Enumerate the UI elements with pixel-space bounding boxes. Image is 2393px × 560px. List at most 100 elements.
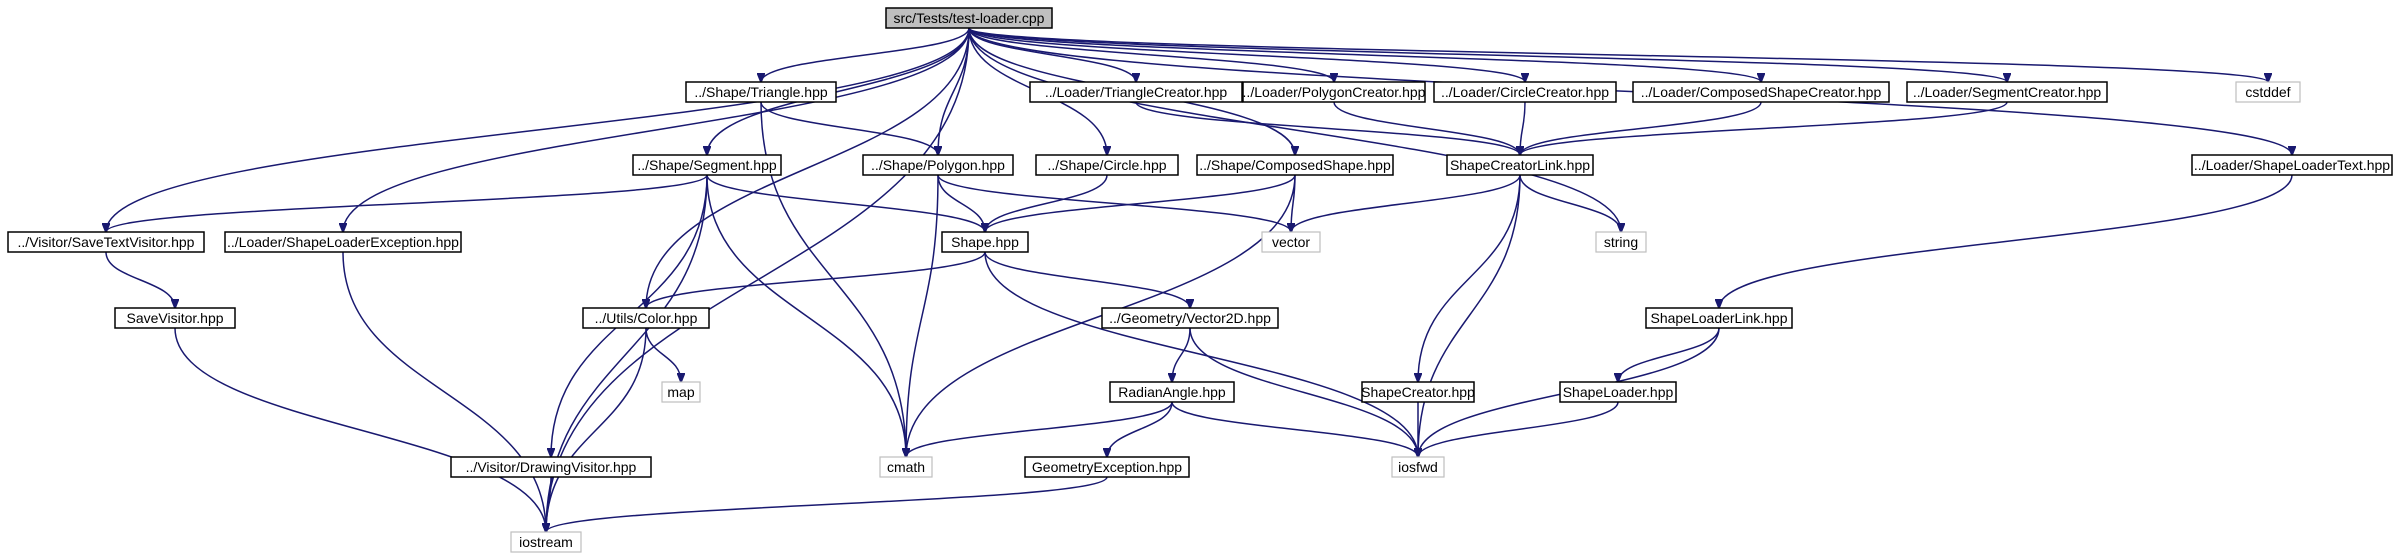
node-cirC-box	[1433, 81, 1617, 103]
node-shape[interactable]: Shape.hpp	[941, 231, 1029, 253]
node-rad-label: RadianAngle.hpp	[1118, 384, 1226, 400]
node-comp-box	[1196, 154, 1394, 176]
node-cmath: cmath	[879, 456, 933, 478]
node-tri-box	[685, 81, 837, 103]
node-sle[interactable]: ../Loader/ShapeLoaderException.hpp	[224, 231, 462, 253]
node-v2d[interactable]: ../Geometry/Vector2D.hpp	[1101, 307, 1279, 329]
edge-compC-to-scl	[1520, 101, 1762, 155]
node-ge-label: GeometryException.hpp	[1032, 459, 1182, 475]
node-sle-box	[224, 231, 462, 253]
edge-rad-to-cmath	[906, 401, 1173, 457]
edge-rad-to-iosfwd	[1171, 401, 1418, 457]
node-pol-label: ../Shape/Polygon.hpp	[871, 157, 1005, 173]
node-comp[interactable]: ../Shape/ComposedShape.hpp	[1196, 154, 1394, 176]
edge-root-to-segC	[968, 27, 2007, 82]
node-cirC[interactable]: ../Loader/CircleCreator.hpp	[1433, 81, 1617, 103]
edge-root-to-tric	[968, 27, 1136, 82]
node-dv[interactable]: ../Visitor/DrawingVisitor.hpp	[450, 456, 652, 478]
edge-root-to-cirC	[968, 27, 1525, 82]
edge-v2d-to-iosfwd	[1189, 327, 1418, 457]
node-col-label: ../Utils/Color.hpp	[595, 310, 698, 326]
edge-rad-to-ge	[1107, 401, 1173, 457]
node-comp-label: ../Shape/ComposedShape.hpp	[1199, 157, 1391, 173]
nodes: src/Tests/test-loader.cpp ../Shape/Triang…	[7, 7, 2393, 553]
node-vec-label: vector	[1272, 234, 1310, 250]
node-segC-label: ../Loader/SegmentCreator.hpp	[1913, 84, 2102, 100]
node-cstd-label: cstddef	[2245, 84, 2290, 100]
edge-scl-to-sc	[1418, 174, 1521, 382]
edge-sle-to-ios	[342, 251, 546, 532]
node-str: string	[1595, 231, 1647, 253]
edge-root-to-stv	[106, 27, 970, 232]
node-cir[interactable]: ../Shape/Circle.hpp	[1035, 154, 1179, 176]
node-shape-box	[941, 231, 1029, 253]
node-polc-box	[1242, 81, 1426, 103]
node-pol-box	[862, 154, 1014, 176]
node-sl-label: ShapeLoader.hpp	[1563, 384, 1674, 400]
node-slt[interactable]: ../Loader/ShapeLoaderText.hpp	[2191, 154, 2393, 176]
node-sv[interactable]: SaveVisitor.hpp	[114, 307, 236, 329]
edge-scl-to-iosfwd	[1418, 174, 1521, 457]
edge-polc-to-scl	[1333, 101, 1520, 155]
node-polc[interactable]: ../Loader/PolygonCreator.hpp	[1242, 81, 1426, 103]
node-str-label: string	[1604, 234, 1638, 250]
node-ge-box	[1024, 456, 1190, 478]
node-dv-box	[450, 456, 652, 478]
node-scl-label: ShapeCreatorLink.hpp	[1450, 157, 1590, 173]
node-v2d-box	[1101, 307, 1279, 329]
edge-shape-to-iosfwd	[984, 251, 1418, 457]
node-cir-label: ../Shape/Circle.hpp	[1047, 157, 1166, 173]
edge-comp-to-shape	[985, 174, 1296, 232]
edge-scl-to-str	[1519, 174, 1621, 232]
node-seg[interactable]: ../Shape/Segment.hpp	[632, 154, 782, 176]
node-sll[interactable]: ShapeLoaderLink.hpp	[1645, 307, 1793, 329]
edge-root-to-slt	[968, 27, 2292, 155]
node-root-box	[885, 7, 1053, 29]
node-compC[interactable]: ../Loader/ComposedShapeCreator.hpp	[1632, 81, 1890, 103]
node-tric-box	[1029, 81, 1243, 103]
node-cmath-box	[879, 456, 933, 478]
node-tri[interactable]: ../Shape/Triangle.hpp	[685, 81, 837, 103]
edge-segC-to-scl	[1520, 101, 2008, 155]
node-ios: iostream	[510, 531, 582, 553]
node-slt-box	[2191, 154, 2393, 176]
edge-tri-to-pol	[760, 101, 938, 155]
edge-shape-to-v2d	[984, 251, 1190, 308]
node-ge[interactable]: GeometryException.hpp	[1024, 456, 1190, 478]
node-seg-box	[632, 154, 782, 176]
node-tric[interactable]: ../Loader/TriangleCreator.hpp	[1029, 81, 1243, 103]
node-scl[interactable]: ShapeCreatorLink.hpp	[1446, 154, 1594, 176]
edge-sll-to-sl	[1618, 327, 1720, 382]
node-shape-label: Shape.hpp	[951, 234, 1019, 250]
node-map-box	[661, 381, 701, 403]
edge-cirC-to-scl	[1520, 101, 1526, 155]
node-sll-box	[1645, 307, 1793, 329]
node-rad[interactable]: RadianAngle.hpp	[1109, 381, 1235, 403]
node-segC[interactable]: ../Loader/SegmentCreator.hpp	[1906, 81, 2108, 103]
node-cirC-label: ../Loader/CircleCreator.hpp	[1441, 84, 1609, 100]
node-sc[interactable]: ShapeCreator.hpp	[1361, 381, 1475, 403]
node-str-box	[1595, 231, 1647, 253]
node-sl-box	[1559, 381, 1677, 403]
node-map-label: map	[667, 384, 694, 400]
node-col[interactable]: ../Utils/Color.hpp	[582, 307, 710, 329]
edge-root-to-str	[968, 27, 1621, 232]
node-root[interactable]: src/Tests/test-loader.cpp	[885, 7, 1053, 29]
node-sl[interactable]: ShapeLoader.hpp	[1559, 381, 1677, 403]
edge-ge-to-ios	[546, 476, 1108, 532]
edge-slt-to-sll	[1719, 174, 2293, 308]
node-iosfwd: iosfwd	[1391, 456, 1445, 478]
node-stv[interactable]: ../Visitor/SaveTextVisitor.hpp	[7, 231, 205, 253]
edge-seg-to-stv	[106, 174, 708, 232]
edge-pol-to-shape	[937, 174, 985, 232]
node-ios-box	[510, 531, 582, 553]
node-sc-label: ShapeCreator.hpp	[1361, 384, 1475, 400]
node-dv-label: ../Visitor/DrawingVisitor.hpp	[466, 459, 637, 475]
node-pol[interactable]: ../Shape/Polygon.hpp	[862, 154, 1014, 176]
edge-root-to-tri	[761, 27, 970, 82]
node-tri-label: ../Shape/Triangle.hpp	[694, 84, 828, 100]
node-sc-box	[1361, 381, 1475, 403]
node-sle-label: ../Loader/ShapeLoaderException.hpp	[227, 234, 459, 250]
edge-seg-to-ios	[546, 174, 708, 532]
